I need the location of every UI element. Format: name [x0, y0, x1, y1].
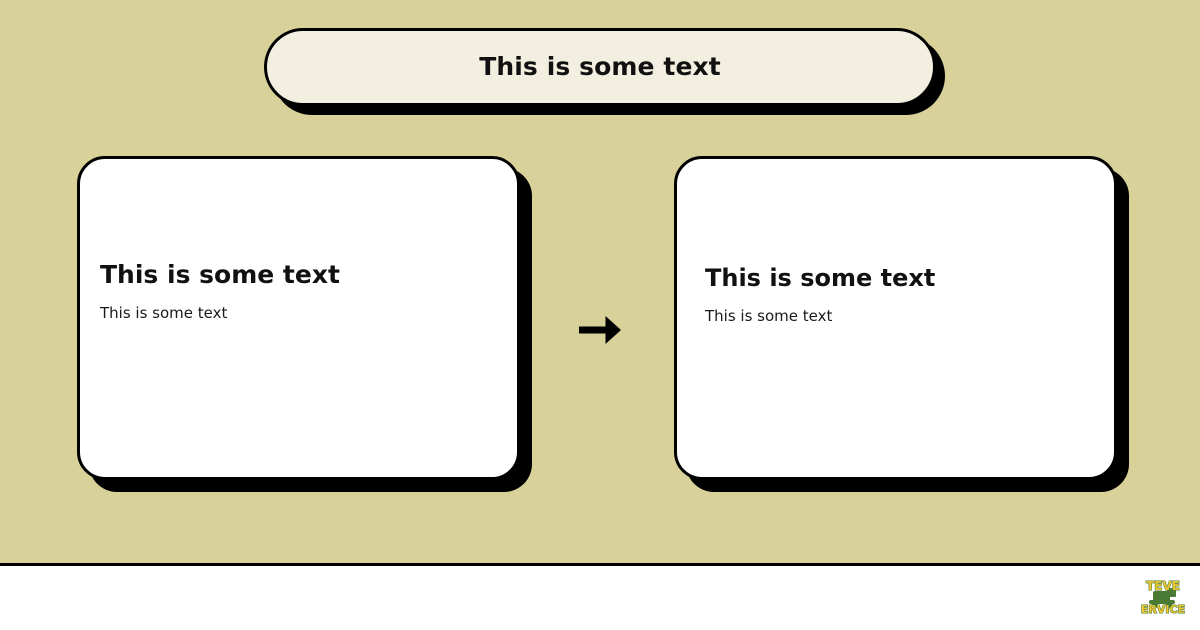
svg-text:ERVICE: ERVICE: [1141, 603, 1185, 616]
card-right-heading: This is some text: [705, 264, 936, 292]
card-left: This is some text This is some text: [77, 156, 520, 480]
arrow-right-icon: [579, 316, 621, 344]
company-logo-icon: TEVE ERVICE: [1140, 573, 1186, 619]
footer-bar: TEVE ERVICE: [0, 566, 1200, 630]
card-right: This is some text This is some text: [674, 156, 1117, 480]
svg-text:TEVE: TEVE: [1146, 579, 1180, 593]
header-pill: This is some text: [264, 28, 936, 106]
card-right-body: This is some text This is some text: [677, 264, 1114, 326]
card-left-text: This is some text: [100, 303, 228, 322]
header-title: This is some text: [479, 52, 721, 82]
card-left-body: This is some text This is some text: [80, 260, 517, 323]
card-left-heading: This is some text: [100, 260, 340, 289]
card-right-text: This is some text: [705, 306, 833, 325]
footer-divider: [0, 563, 1200, 566]
